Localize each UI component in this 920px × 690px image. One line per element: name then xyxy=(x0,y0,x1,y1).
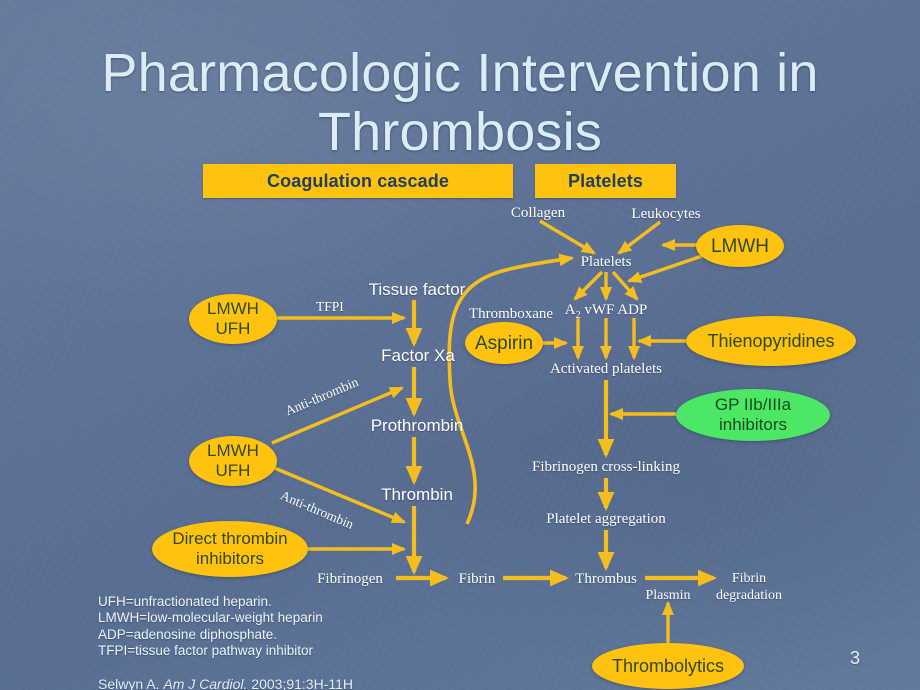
node-mediators: A2 vWF ADP xyxy=(565,302,648,324)
drug-gp-iibiiia-inhibitors[interactable]: GP IIb/IIIa inhibitors xyxy=(676,389,830,441)
header-platelets: Platelets xyxy=(535,164,676,198)
page-number: 3 xyxy=(850,648,861,668)
node-leukocytes: Leukocytes xyxy=(631,206,701,222)
drug-lmwh-ufh-upper-line2: UFH xyxy=(215,319,251,338)
node-fibrinogen: Fibrinogen xyxy=(317,571,383,587)
citation-rest: 2003;91:3H-11H xyxy=(247,676,353,690)
arrow-thrombin-feedback-to-platelets xyxy=(447,253,575,525)
node-activated-platelets: Activated platelets xyxy=(549,361,663,377)
page-title: Pharmacologic Intervention in Thrombosis xyxy=(101,43,819,162)
citation-journal: Am J Cardiol. xyxy=(163,676,248,690)
drug-aspirin[interactable]: Aspirin xyxy=(465,322,543,364)
drug-lmwh-ufh-upper-line1: LMWH xyxy=(207,299,259,318)
citation: Selwyn A. Am J Cardiol. 2003;91:3H-11H xyxy=(98,676,353,690)
drug-gp-line2: inhibitors xyxy=(718,415,788,434)
drug-lmwh-ufh-lower[interactable]: LMWH UFH xyxy=(189,436,277,486)
node-plasmin: Plasmin xyxy=(645,588,691,603)
arrow-lmwhufh-lower-to-thrombin xyxy=(271,465,407,524)
arrow-lmwhufh-lower-to-factorxa xyxy=(271,386,405,445)
arrow-lmwh-to-platelets xyxy=(626,254,703,283)
node-collagen: Collagen xyxy=(510,205,566,221)
node-fibrin-degradation-line1: Fibrin xyxy=(731,571,767,586)
mediator-a-subscript: 2 xyxy=(575,310,581,321)
drug-thrombolytics[interactable]: Thrombolytics xyxy=(592,643,744,689)
drug-thienopyridines-label: Thienopyridines xyxy=(707,330,835,351)
node-platelets: Platelets xyxy=(580,254,632,270)
drug-thienopyridines[interactable]: Thienopyridines xyxy=(686,316,856,366)
arrow-label-tfpi: TFPI xyxy=(316,299,344,314)
node-prothrombin: Prothrombin xyxy=(370,416,464,435)
node-thrombin: Thrombin xyxy=(381,485,453,504)
drug-aspirin-label: Aspirin xyxy=(474,332,534,354)
node-fibrinogen-cross-linking: Fibrinogen cross-linking xyxy=(532,459,680,475)
mediator-a-label: A xyxy=(564,302,576,318)
arrow-platelets-to-adp xyxy=(611,270,639,301)
drug-gp-line1: GP IIb/IIIa xyxy=(714,395,792,414)
drug-dti-line2: inhibitors xyxy=(195,549,265,568)
drug-lmwh-top-right-label: LMWH xyxy=(710,235,770,257)
node-fibrin-degradation-line2: degradation xyxy=(715,588,783,603)
drug-lmwh-top-right[interactable]: LMWH xyxy=(696,225,784,267)
drug-dti-line1: Direct thrombin xyxy=(172,529,288,548)
arrow-platelets-to-thromboxane xyxy=(573,270,604,301)
node-thrombus: Thrombus xyxy=(575,571,637,587)
citation-author: Selwyn A. xyxy=(98,676,164,690)
drug-thrombolytics-label: Thrombolytics xyxy=(611,655,725,676)
node-thromboxane: Thromboxane xyxy=(468,306,554,322)
drug-lmwh-ufh-lower-line2: UFH xyxy=(215,461,251,480)
abbreviation-legend: UFH=unfractionated heparin. LMWH=low-mol… xyxy=(98,594,323,659)
node-fibrin: Fibrin xyxy=(458,571,496,587)
arrow-leukocytes-to-platelets xyxy=(617,220,662,255)
drug-lmwh-ufh-upper[interactable]: LMWH UFH xyxy=(189,294,277,344)
node-platelet-aggregation: Platelet aggregation xyxy=(546,511,666,527)
header-coagulation-cascade: Coagulation cascade xyxy=(203,164,513,198)
node-tissue-factor: Tissue factor xyxy=(368,280,466,299)
drug-direct-thrombin-inhibitors[interactable]: Direct thrombin inhibitors xyxy=(152,521,308,577)
arrow-collagen-to-platelets xyxy=(539,219,596,255)
drug-lmwh-ufh-lower-line1: LMWH xyxy=(207,441,259,460)
mediator-rest-label: vWF ADP xyxy=(580,302,648,318)
node-factor-xa: Factor Xa xyxy=(381,346,455,365)
